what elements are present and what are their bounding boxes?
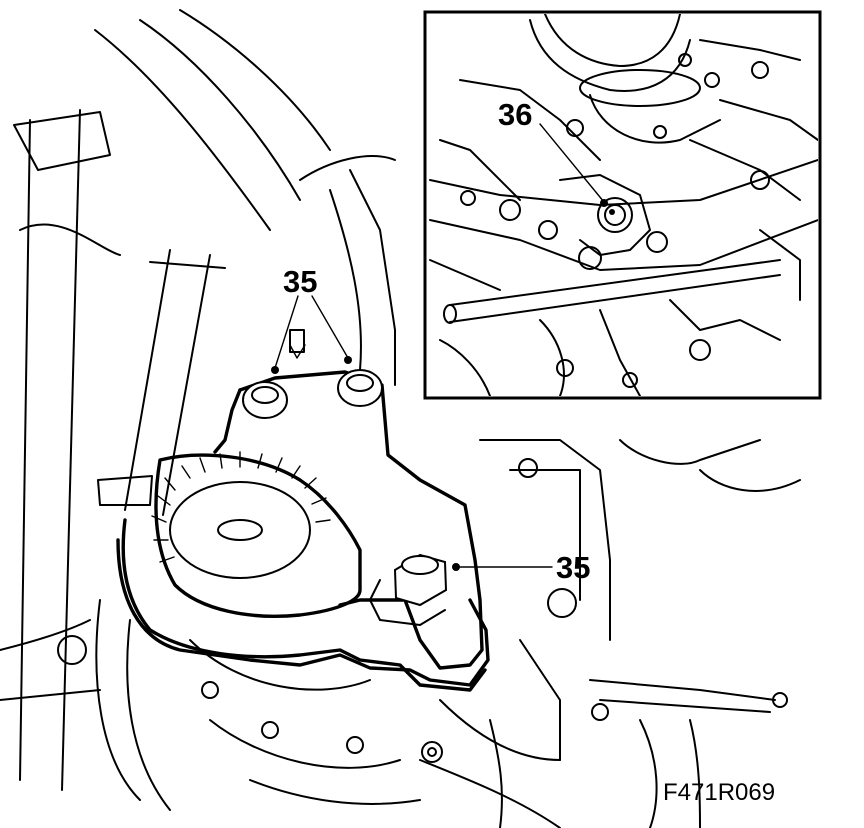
mount-assembly-outline — [116, 538, 490, 687]
callout-leaders — [271, 295, 553, 571]
top-bolts — [242, 329, 383, 419]
callout-35-top: 35 — [283, 264, 317, 299]
mount-center-boss — [217, 519, 263, 541]
mount-lower-shell — [121, 518, 487, 692]
rubber-mount-body — [154, 453, 362, 618]
bolt-top-left — [242, 381, 288, 419]
engine-background-linework — [0, 9, 801, 828]
callout-35-right: 35 — [556, 550, 590, 585]
bolt-top-right — [337, 369, 383, 407]
figure-code: F471R069 — [663, 779, 775, 806]
inset-bolt-36 — [597, 197, 633, 233]
callout-36: 36 — [498, 97, 532, 132]
inset-detail: 36 — [423, 10, 822, 400]
engine-mount — [116, 370, 490, 692]
